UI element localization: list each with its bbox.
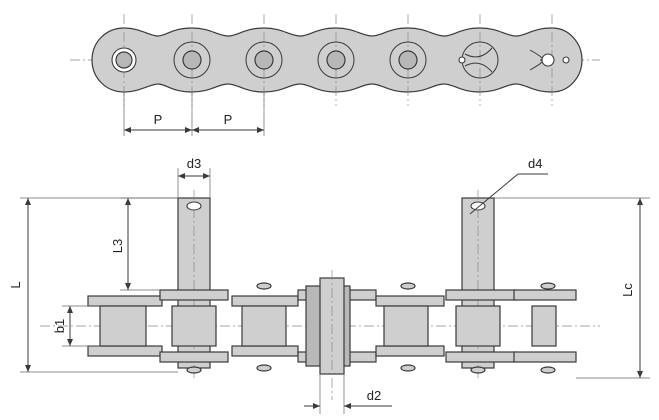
dim-L3: L3 (110, 197, 178, 291)
pin-heads (186, 282, 556, 374)
cotter-pins-top (458, 47, 570, 73)
dim-L: L (8, 197, 178, 373)
rollers (99, 305, 557, 347)
dim-Lc: Lc (494, 197, 650, 379)
chain-side-view: d3 d4 L3 L (8, 156, 650, 414)
chain-top-view: P P (70, 14, 600, 136)
d2-label: d2 (367, 388, 381, 403)
L3-label: L3 (110, 239, 125, 253)
cotter-hole-left (186, 201, 202, 211)
d4-label: d4 (528, 156, 542, 171)
dim-b1: b1 (52, 305, 100, 347)
connecting-link (305, 270, 351, 400)
dim-d4: d4 (469, 156, 548, 215)
d3-label: d3 (187, 156, 201, 171)
dim-d3: d3 (177, 156, 211, 198)
pitch-dimension: P P (123, 92, 265, 136)
pitch-label-2: P (224, 112, 233, 127)
L-label: L (8, 281, 23, 288)
roller-joints (111, 41, 499, 79)
dim-d2: d2 (304, 374, 392, 414)
Lc-label: Lc (620, 283, 635, 297)
pitch-label-1: P (154, 112, 163, 127)
b1-label: b1 (52, 319, 67, 333)
